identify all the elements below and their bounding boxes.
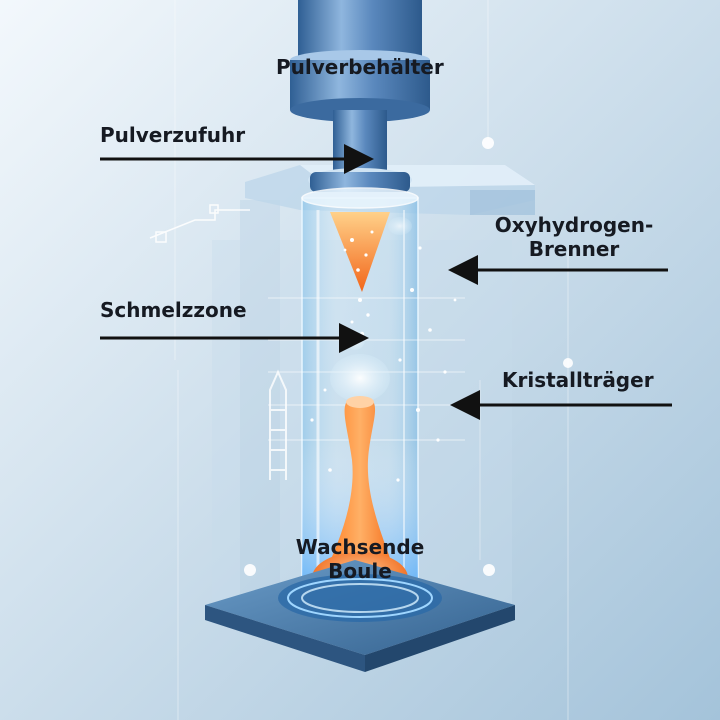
label-crystal-carrier: Kristallträger (502, 368, 654, 392)
circuit-decoration (149, 204, 250, 243)
base-platform (205, 560, 515, 672)
decor-dots (244, 137, 573, 576)
label-powder-feed: Pulverzufuhr (100, 123, 246, 147)
melt-zone-cloud (330, 217, 412, 402)
label-burner: Oxyhydrogen- Brenner (484, 213, 664, 261)
melt-stream (324, 396, 396, 575)
label-boule-line1: Wachsende (295, 535, 425, 559)
label-growing-boule: Wachsende Boule (280, 535, 440, 583)
label-powder-container: Pulverbehälter (276, 55, 444, 79)
label-boule-line2: Boule (328, 559, 392, 583)
label-burner-line1: Oxyhydrogen- (494, 213, 654, 237)
label-melt-zone: Schmelzzone (100, 298, 247, 322)
burner-flame (330, 212, 390, 292)
label-burner-line2: Brenner (528, 237, 620, 261)
